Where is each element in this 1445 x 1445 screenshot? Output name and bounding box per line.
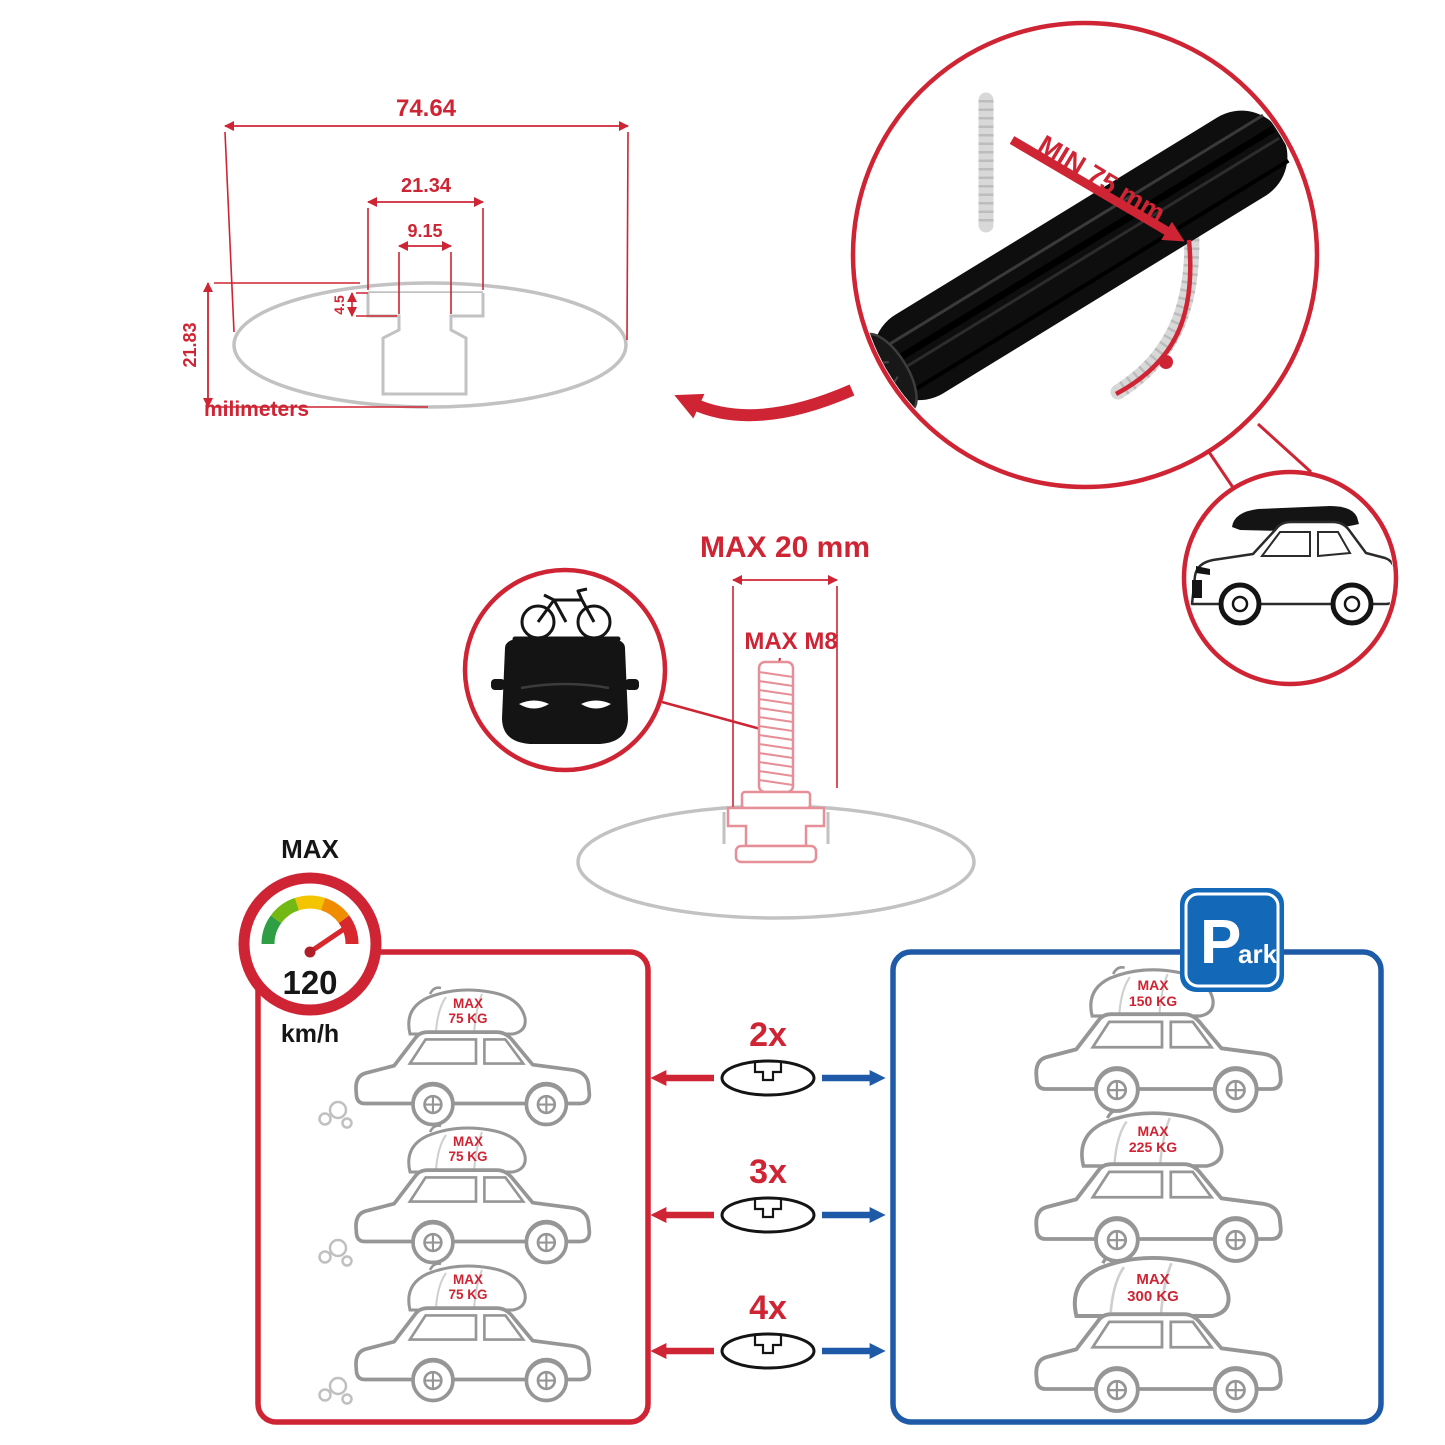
park-sign-plate <box>1180 888 1284 992</box>
dim-ext-lip-depth <box>356 292 397 317</box>
speed-max-label: MAX <box>281 834 339 864</box>
min-grip-arrow <box>1009 136 1185 242</box>
roof-load-kg-label: 300 KG <box>1127 1288 1179 1305</box>
multiplier-row-2x: 2x <box>650 1016 886 1097</box>
roof-load-kg-label: 150 KG <box>1129 993 1177 1009</box>
roof-load-max-label: MAX <box>453 996 483 1011</box>
driving-cars-group: MAX 75 KG MAX 75 KG MAX 75 KG <box>318 986 592 1405</box>
crossbar-profile-icon <box>720 1196 816 1234</box>
crossbar-profile-icon <box>720 1059 816 1097</box>
speed-value: 120 <box>282 964 337 1001</box>
car-bike-badge <box>462 567 668 773</box>
max-bolt-length-label: MAX 20 mm <box>700 531 870 564</box>
dim-width-total: 74.64 <box>396 95 457 122</box>
dim-ext-bolt <box>732 586 838 812</box>
roof-load-max-label: MAX <box>1137 1123 1169 1139</box>
profile-dimension-drawing: 74.64 21.34 9.15 4.5 21.83 milimeters <box>180 95 629 421</box>
speed-unit: km/h <box>281 1020 339 1048</box>
dim-upper-channel: 21.34 <box>401 175 452 197</box>
suv-roofbox-badge <box>1181 422 1399 687</box>
dim-ext-upper-channel <box>367 208 484 290</box>
dim-ext-total-height <box>214 282 428 408</box>
closeup-contents: MIN 75 mm <box>859 92 1290 414</box>
roof-load-max-label: MAX <box>1137 977 1169 993</box>
park-suffix: ark <box>1238 939 1278 969</box>
callout-arrow-to-profile <box>674 384 855 422</box>
badge-connector-1 <box>1207 451 1236 490</box>
crossbar-profile-icon <box>720 1332 816 1370</box>
car-bike-icon <box>491 587 639 744</box>
roof-load-max-label: MAX <box>453 1134 483 1149</box>
multiplier-row-3x: 3x <box>650 1153 886 1234</box>
multiplier-row-4x: 4x <box>650 1289 886 1370</box>
parked-cars-group: MAX 150 KG MAX 225 KG MAX 300 KG <box>1034 965 1283 1413</box>
dim-ext-inner-channel <box>398 252 452 314</box>
dim-inner-channel: 9.15 <box>407 221 442 241</box>
park-sign-border <box>1184 892 1280 988</box>
closeup-circle-ring <box>850 20 1320 490</box>
speedometer-dial <box>261 895 359 958</box>
dim-ext-width-total <box>224 131 629 341</box>
dim-total-height: 21.83 <box>180 322 200 367</box>
roof-load-kg-label: 75 KG <box>448 1287 487 1302</box>
t-slot-channel <box>366 293 485 396</box>
multiplier-3x-label: 3x <box>749 1153 787 1191</box>
roof-load-max-label: MAX <box>453 1272 483 1287</box>
clamp-hook-threads <box>1113 204 1200 399</box>
dim-lip-depth: 4.5 <box>331 295 347 315</box>
closeup-circle: MIN 75 mm <box>674 20 1320 490</box>
roof-load-kg-label: 75 KG <box>448 1011 487 1026</box>
suv-with-roofbox-icon <box>1190 506 1393 626</box>
profile-channel-walls <box>722 812 830 844</box>
multiplier-2x-label: 2x <box>749 1016 787 1054</box>
roof-load-kg-label: 225 KG <box>1129 1139 1177 1155</box>
park-letter: P <box>1200 908 1241 977</box>
bolt-icon <box>726 660 826 864</box>
multiplier-4x-label: 4x <box>749 1289 787 1327</box>
roof-load-max-label: MAX <box>1136 1271 1169 1288</box>
clamp-highlight-curve <box>1114 239 1193 396</box>
speed-limit-badge: MAX 120 km/h <box>238 834 382 1048</box>
park-sign: P ark <box>1180 888 1284 992</box>
bolt-detail-section: MAX 20 mm MAX M8 <box>576 531 976 920</box>
badge-connector-2 <box>1256 422 1313 474</box>
badge-leader-line <box>661 700 765 732</box>
roof-load-kg-label: 75 KG <box>448 1149 487 1164</box>
max-thread-label: MAX M8 <box>744 628 837 655</box>
multiplier-column: 2x 3x 4x <box>650 1016 886 1370</box>
clamp-point-dot <box>1159 355 1173 369</box>
unit-label: milimeters <box>204 398 309 421</box>
